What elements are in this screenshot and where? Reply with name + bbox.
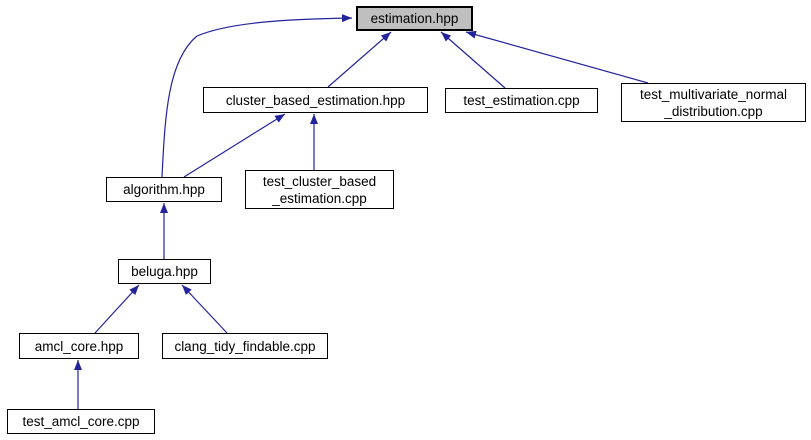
node-clang-tidy-findable-cpp[interactable]: clang_tidy_findable.cpp [162, 333, 328, 359]
edge-clang-tidy-to-beluga [181, 284, 228, 334]
node-amcl-core-hpp[interactable]: amcl_core.hpp [19, 333, 139, 359]
edge-amcl-core-to-beluga [94, 284, 140, 334]
node-beluga-hpp[interactable]: beluga.hpp [118, 259, 211, 284]
node-test-cluster-based-estimation-cpp[interactable]: test_cluster_based _estimation.cpp [245, 170, 394, 209]
node-cluster-based-estimation-hpp[interactable]: cluster_based_estimation.hpp [203, 87, 428, 113]
node-test-multivariate-normal-distribution-cpp-label: test_multivariate_normal _distribution.c… [639, 86, 788, 119]
node-test-amcl-core-cpp[interactable]: test_amcl_core.cpp [7, 409, 155, 434]
edge-test-estimation-to-estimation [440, 31, 506, 89]
edge-cluster-based-estimation-to-estimation [327, 31, 392, 88]
node-cluster-based-estimation-hpp-label: cluster_based_estimation.hpp [225, 92, 406, 108]
node-test-estimation-cpp[interactable]: test_estimation.cpp [445, 88, 598, 113]
node-algorithm-hpp-label: algorithm.hpp [123, 182, 205, 197]
edge-algorithm-to-cluster-based-estimation [183, 113, 286, 178]
edge-algorithm-to-estimation [161, 14, 353, 178]
node-algorithm-hpp[interactable]: algorithm.hpp [106, 177, 222, 202]
node-beluga-hpp-label: beluga.hpp [131, 264, 198, 279]
node-estimation-hpp: estimation.hpp [356, 6, 473, 31]
node-test-amcl-core-cpp-label: test_amcl_core.cpp [22, 414, 140, 429]
node-estimation-hpp-label: estimation.hpp [370, 11, 459, 26]
edge-test-multivariate-to-estimation [465, 30, 649, 84]
node-clang-tidy-findable-cpp-label: clang_tidy_findable.cpp [174, 338, 316, 354]
node-test-cluster-based-estimation-cpp-label: test_cluster_based _estimation.cpp [262, 173, 377, 206]
node-test-estimation-cpp-label: test_estimation.cpp [463, 93, 580, 108]
node-test-multivariate-normal-distribution-cpp[interactable]: test_multivariate_normal _distribution.c… [621, 83, 806, 122]
node-amcl-core-hpp-label: amcl_core.hpp [34, 338, 124, 354]
